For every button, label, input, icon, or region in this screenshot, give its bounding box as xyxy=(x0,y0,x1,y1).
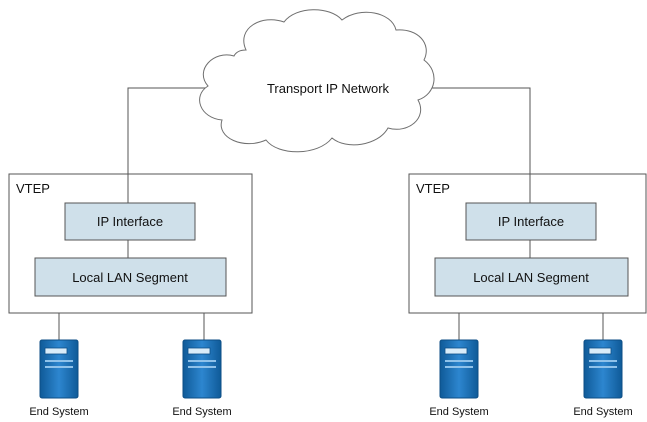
lan-segment-box xyxy=(34,257,227,297)
end-system: End System xyxy=(573,339,633,418)
cloud-icon xyxy=(199,9,435,153)
server-icon xyxy=(439,339,479,399)
uplink-line-right xyxy=(432,87,531,203)
server-icon xyxy=(583,339,623,399)
transport-network-cloud: Transport IP Network xyxy=(199,9,435,153)
end-system-label: End System xyxy=(172,406,231,418)
lan-segment-label: Local LAN Segment xyxy=(72,270,188,285)
server-icon xyxy=(182,339,222,399)
vtep-right: VTEP IP Interface Local LAN Segment End … xyxy=(408,173,647,418)
end-system: End System xyxy=(29,339,89,418)
lan-segment-box xyxy=(434,257,629,297)
ip-interface-box xyxy=(465,202,597,241)
vtep-title: VTEP xyxy=(16,181,50,196)
ip-interface-label: IP Interface xyxy=(97,214,163,229)
ip-interface-label: IP Interface xyxy=(498,214,564,229)
end-system: End System xyxy=(429,339,489,418)
network-label: Transport IP Network xyxy=(267,81,390,96)
lan-segment-label: Local LAN Segment xyxy=(473,270,589,285)
vtep-left: VTEP IP Interface Local LAN Segment End … xyxy=(8,173,253,418)
vtep-title: VTEP xyxy=(416,181,450,196)
uplink-lines xyxy=(127,87,531,203)
end-system-label: End System xyxy=(429,406,488,418)
ip-interface-box xyxy=(64,202,196,241)
uplink-line-left xyxy=(127,87,212,203)
end-system-label: End System xyxy=(29,406,88,418)
end-system: End System xyxy=(172,339,232,418)
end-system-label: End System xyxy=(573,406,632,418)
server-icon xyxy=(39,339,79,399)
